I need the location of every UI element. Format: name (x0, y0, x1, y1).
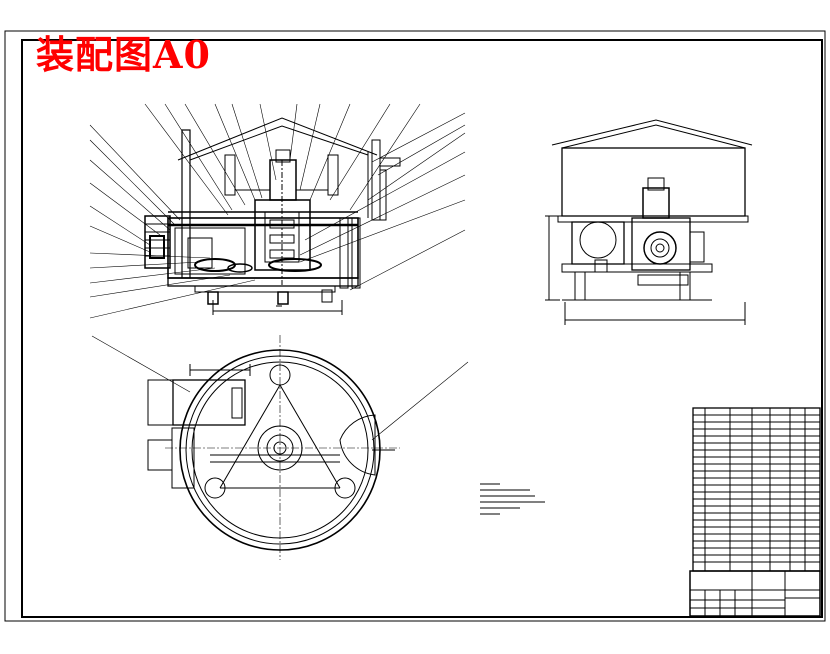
top-view (91, 335, 469, 560)
inner-border (21, 39, 823, 618)
front-view-leaders (89, 103, 466, 319)
outer-border (4, 30, 826, 622)
title-block (689, 570, 821, 617)
side-view (545, 119, 753, 325)
parts-list (692, 407, 821, 572)
front-view (144, 117, 401, 315)
technical-notes (480, 483, 545, 515)
drawing-title: 装配图A0 (36, 32, 211, 77)
